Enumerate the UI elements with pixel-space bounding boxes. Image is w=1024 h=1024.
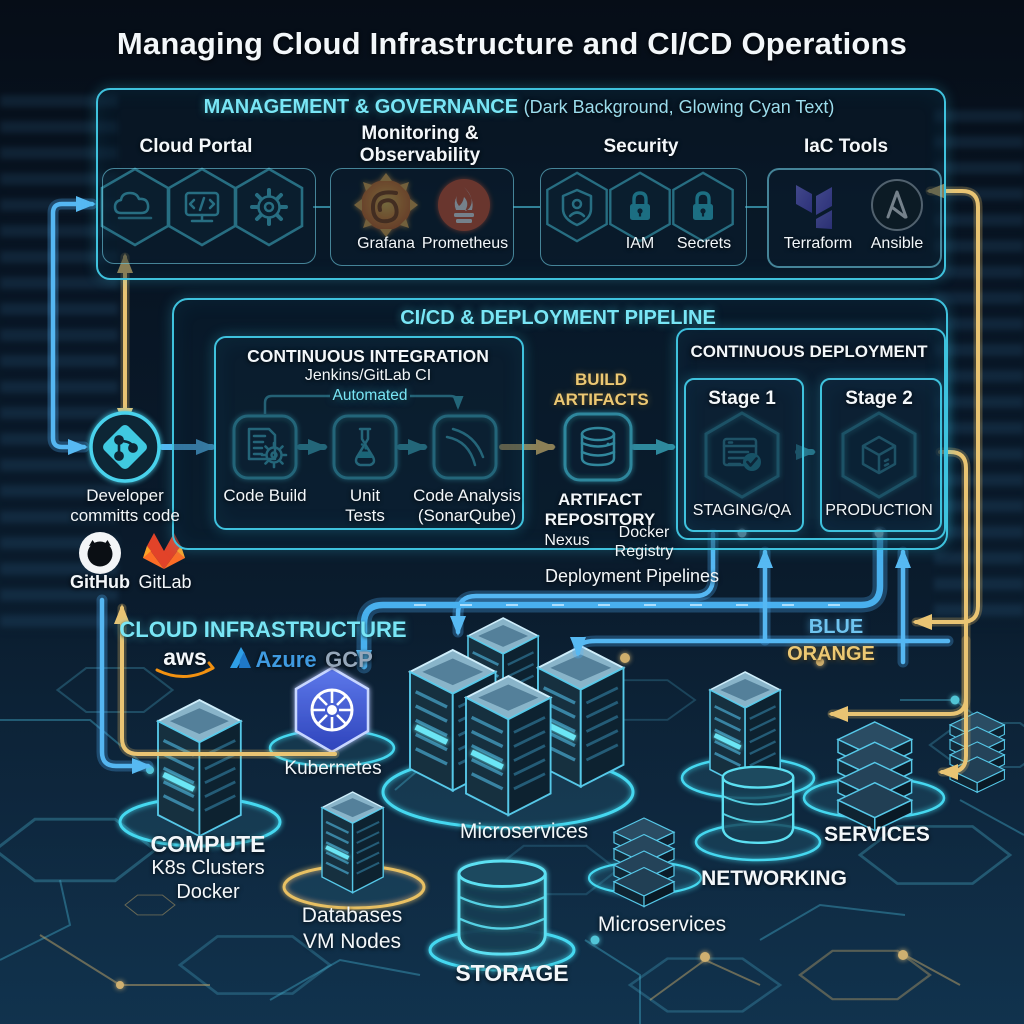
legend-blue-label: BLUE [808,616,864,638]
management-header-note: (Dark Background, Glowing Cyan Text) [523,97,835,117]
cloud-icon [100,167,170,247]
artifact-repository-label: ARTIFACT REPOSITORY [544,490,656,530]
pipeline-orange-lines [114,183,983,780]
ci-step-arrows [263,394,816,460]
checklist-icon [704,411,780,499]
monitoring-label: Monitoring & Observability [359,123,481,167]
stage2-label: Stage 2 [845,388,913,409]
step-code-analysis-label: Code Analysis (SonarQube) [413,486,521,526]
secrets-label: Secrets [676,235,732,252]
iac-tools-group [767,168,942,268]
iac-tools-label: IaC Tools [803,136,889,157]
docker-label: Docker [176,881,240,903]
cube-icon [841,411,917,499]
server-tower-microservices-front [466,676,551,815]
cicd-pipeline-box [172,298,948,550]
server-tower-databases [322,792,383,893]
shield-user-icon [546,171,608,243]
server-stack-microservices [613,817,675,908]
gitlab-label: GitLab [138,572,192,592]
management-governance-box [96,88,946,280]
code-build-icon [232,414,298,480]
production-label: PRODUCTION [825,502,933,519]
page-title: Managing Cloud Infrastructure and CI/CD … [116,26,908,61]
github-label: GitHub [70,572,130,592]
nexus-label: Nexus [544,532,590,549]
artifact-db-icon [563,412,633,482]
security-label: Security [603,136,679,157]
iam-label: IAM [625,235,655,252]
legend-orange-label: ORANGE [787,643,875,665]
storage-cylinder [457,859,547,956]
azure-icon [230,647,251,668]
deployment-pipelines-label: Deployment Pipelines [544,566,720,586]
continuous-deployment-box [676,328,946,540]
ansible-label: Ansible [870,235,924,252]
kubernetes-icon [294,666,370,754]
networking-label: NETWORKING [701,867,847,890]
docker-registry-label: Docker Registry [614,524,674,560]
staging-qa-label: STAGING/QA [692,502,792,519]
unit-tests-icon [332,414,398,480]
services-label: SERVICES [824,823,930,846]
step-unit-tests-label: Unit Tests [345,486,385,526]
microservices-bottom-label: Microservices [597,913,727,936]
code-analysis-icon [432,414,498,480]
developer-commits-label: Developer committs code [70,486,180,526]
prometheus-icon [438,179,490,231]
gitlab-icon [143,533,185,569]
vm-nodes-label: VM Nodes [302,930,402,953]
cloud-portal-label: Cloud Portal [139,136,253,157]
terraform-label: Terraform [783,235,853,252]
git-icon [89,411,161,483]
monitoring-group [330,168,514,266]
k8s-clusters-label: K8s Clusters [151,857,265,879]
server-stack-services [837,721,913,832]
lock-icon-secrets [672,171,734,243]
storage-label: STORAGE [455,960,569,986]
cloud-infrastructure-header: CLOUD INFRASTRUCTURE [119,617,407,642]
ci-automated-label: Automated [332,387,408,404]
cd-title: CONTINUOUS DEPLOYMENT [690,342,928,361]
networking-cylinder [721,765,795,844]
prometheus-label: Prometheus [421,235,509,252]
source-blue-lines [47,196,216,774]
databases-label: Databases [301,904,403,927]
ci-subtitle: Jenkins/GitLab CI [304,367,432,384]
pipeline-header: CI/CD & DEPLOYMENT PIPELINE [400,307,716,329]
microservices-top-label: Microservices [459,820,589,843]
continuous-integration-box [214,336,524,530]
grafana-label: Grafana [357,235,415,252]
code-monitor-icon [167,167,237,247]
security-group [540,168,747,266]
build-artifacts-label: BUILD ARTIFACTS [553,370,649,410]
grafana-icon [354,173,418,237]
terraform-icon [796,185,832,229]
aws-label: aws [163,644,207,670]
server-tower-compute [158,700,241,836]
cloud-portal-group [102,168,316,264]
stage1-label: Stage 1 [708,388,776,409]
step-code-build-label: Code Build [223,486,307,505]
lock-icon-iam [609,171,671,243]
ci-title: CONTINUOUS INTEGRATION [247,346,489,366]
gear-icon [234,167,304,247]
stage2-box [820,378,942,532]
server-stack-right-edge [949,711,1005,793]
ansible-icon [871,179,923,231]
kubernetes-label: Kubernetes [284,758,382,779]
pipeline-blue-lines [356,526,954,674]
azure-label: Azure [255,647,317,672]
management-header: MANAGEMENT & GOVERNANCE (Dark Background… [204,96,835,120]
github-icon [79,532,121,574]
aws-icon [155,661,215,678]
compute-label: COMPUTE [150,831,266,857]
management-header-text: MANAGEMENT & GOVERNANCE [203,96,519,118]
gcp-label: GCP [325,647,373,672]
stage1-box [684,378,804,532]
